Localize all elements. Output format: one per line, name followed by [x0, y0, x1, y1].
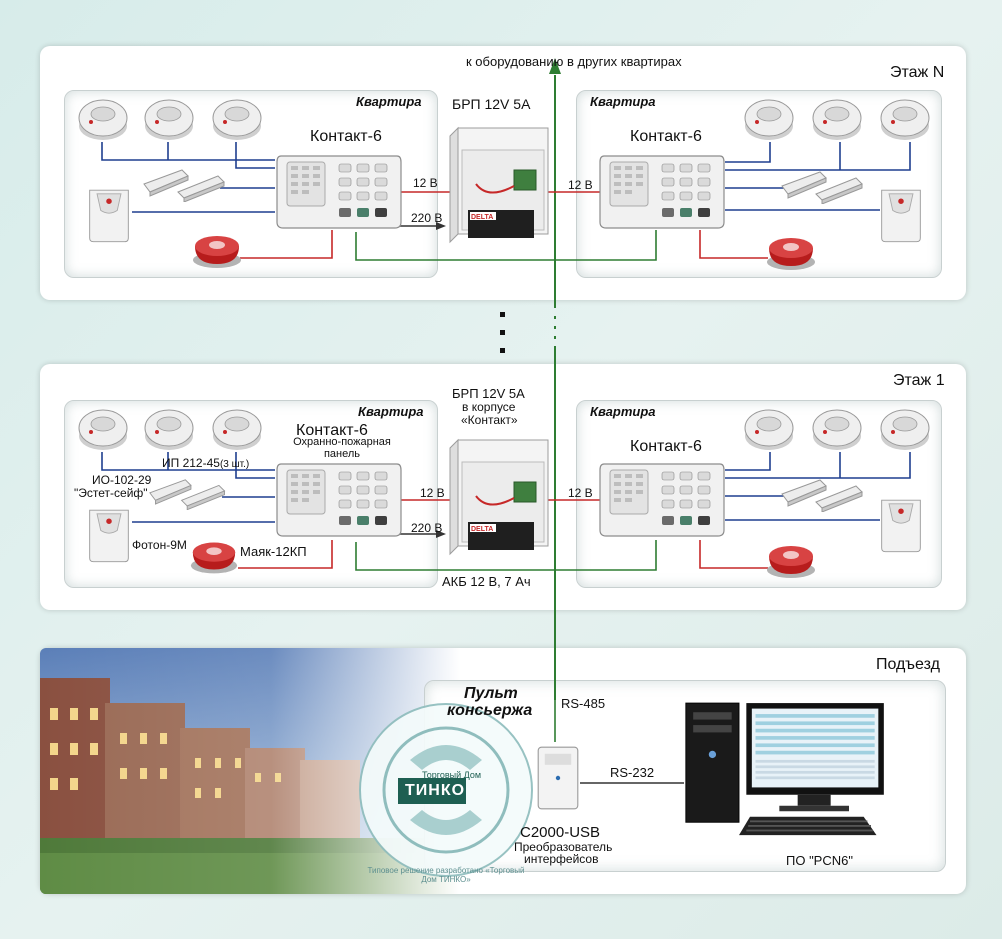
company-stamp	[359, 703, 533, 877]
building-photo	[40, 648, 460, 894]
converter-desc-line-2: интерфейсов	[524, 852, 599, 866]
siren-icon	[767, 238, 815, 270]
smoke-detector-icon	[812, 99, 862, 141]
door-contact-icon	[149, 479, 226, 510]
smoke-detector-icon	[78, 409, 128, 451]
smoke-detector-icon	[78, 99, 128, 141]
stamp-brand-small: Торговый Дом	[422, 770, 482, 780]
panel-label: Контакт-6	[630, 128, 702, 145]
usb-converter-icon	[537, 746, 579, 810]
floor-n-left-wires	[101, 142, 555, 261]
entrance-label: Подъезд	[876, 656, 940, 673]
building-illustration	[40, 648, 460, 894]
power-supply-icon	[448, 126, 550, 244]
battery-label: АКБ 12 В, 7 Ач	[442, 574, 531, 589]
smoke-detector-icon	[744, 409, 794, 451]
apartment-label: Квартира	[590, 404, 656, 419]
psu-label-line-2: в корпусе	[462, 400, 516, 414]
motion-detector-icon	[89, 509, 129, 563]
door-contact-icon	[781, 479, 863, 512]
smoke-detector-icon	[812, 409, 862, 451]
voltage-12-label: 12 В	[420, 486, 445, 500]
door-contact-label-line-1: ИО-102-29	[92, 473, 152, 487]
floor-n-right-wires	[548, 142, 911, 261]
floor-1-left-wires	[101, 452, 555, 571]
converter-name: С2000-USB	[520, 824, 601, 841]
smoke-detector-icon	[744, 99, 794, 141]
top-note: к оборудованию в других квартирах	[466, 54, 682, 69]
voltage-220-label: 220 В	[411, 211, 443, 225]
motion-detector-icon	[881, 189, 921, 243]
floor-1-label: Этаж 1	[893, 372, 945, 389]
panel-label: Контакт-6	[310, 128, 382, 145]
arrow-220-n	[436, 222, 446, 230]
control-panel-icon	[599, 463, 725, 537]
panel-label: Контакт-6	[630, 438, 702, 455]
psu-label-line-1: БРП 12V 5А	[452, 386, 525, 401]
bus-arrow	[549, 58, 561, 74]
control-panel-icon	[276, 463, 402, 537]
voltage-12-label: 12 В	[568, 486, 593, 500]
psu-label: БРП 12V 5А	[452, 96, 531, 112]
door-contact-icon	[143, 169, 225, 202]
panel-desc: Охранно-пожарная панель	[293, 436, 391, 460]
control-panel-icon	[599, 155, 725, 229]
smoke-detector-count: (3 шт.)	[219, 459, 250, 470]
converter-desc-line-1: Преобразователь	[514, 840, 613, 854]
bus-dots	[554, 316, 556, 339]
motion-detector-icon	[881, 499, 921, 553]
smoke-detector-icon	[212, 99, 262, 141]
computer-icon	[685, 702, 885, 836]
siren-icon	[193, 236, 241, 268]
voltage-12-label: 12 В	[413, 176, 438, 190]
rs485-label: RS-485	[561, 696, 606, 711]
siren-icon	[190, 542, 238, 574]
smoke-detector-label: ИП 212-45(3 шт.)	[162, 456, 249, 470]
floor-ellipsis	[500, 312, 505, 353]
smoke-detector-icon	[144, 409, 194, 451]
voltage-12-label: 12 В	[568, 178, 593, 192]
stamp-brand: ТИНКО	[405, 782, 466, 799]
motion-detector-icon	[89, 189, 129, 243]
door-contact-icon	[781, 171, 863, 204]
floor-1-right-wires	[548, 452, 911, 571]
smoke-detector-icon	[880, 99, 930, 141]
smoke-detector-icon	[212, 409, 262, 451]
stamp-ring-text: Типовое решение разработано «Торговый До…	[367, 866, 525, 884]
siren-icon	[767, 546, 815, 578]
door-contact-label-line-2: "Эстет-сейф"	[74, 486, 148, 500]
psu-label-line-3: «Контакт»	[461, 413, 518, 427]
apartment-label: Квартира	[358, 404, 424, 419]
smoke-detector-icon	[144, 99, 194, 141]
software-label: ПО "PCN6"	[786, 853, 853, 868]
power-supply-icon	[448, 438, 550, 556]
concierge-title-line-2: консьержа	[447, 702, 533, 719]
floor-n-label: Этаж N	[890, 64, 945, 81]
siren-label: Маяк-12КП	[240, 544, 307, 559]
smoke-detector-icon	[880, 409, 930, 451]
rs232-label: RS-232	[610, 765, 655, 780]
control-panel-icon	[276, 155, 402, 229]
arrow-220-1	[436, 530, 446, 538]
panel-label: Контакт-6	[296, 422, 368, 439]
motion-detector-label: Фотон-9М	[132, 538, 187, 552]
apartment-label: Квартира	[356, 94, 422, 109]
concierge-title-line-1: Пульт	[464, 685, 518, 702]
apartment-label: Квартира	[590, 94, 656, 109]
voltage-220-label: 220 В	[411, 521, 443, 535]
smoke-detector-model: ИП 212-45	[162, 456, 220, 470]
